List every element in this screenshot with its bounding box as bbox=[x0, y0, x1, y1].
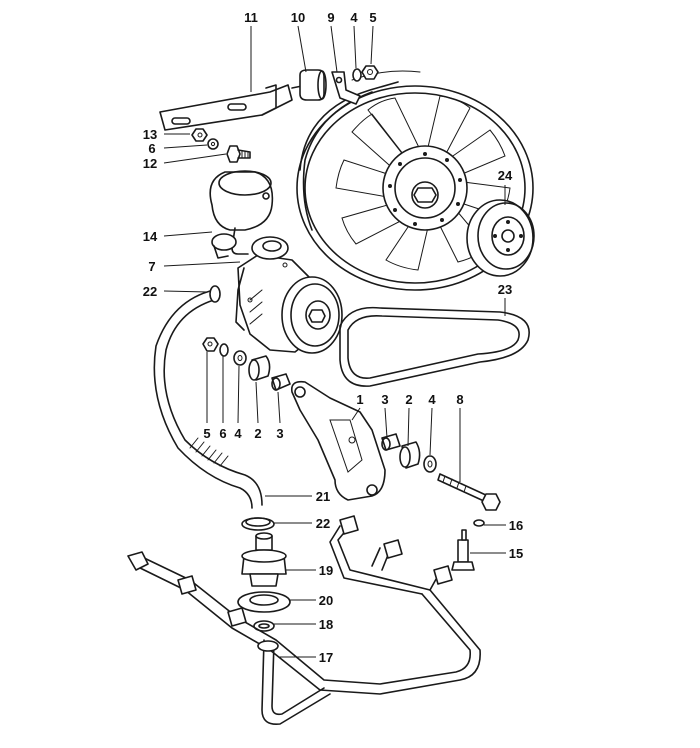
callout-18: 18 bbox=[319, 617, 333, 632]
mounting-bracket bbox=[159, 84, 293, 131]
callout-20: 20 bbox=[319, 593, 333, 608]
callout-19: 19 bbox=[319, 563, 333, 578]
sealing-ring-20 bbox=[237, 591, 291, 613]
callout-21: 21 bbox=[316, 489, 330, 504]
nut-13 bbox=[191, 128, 208, 142]
callout-6: 6 bbox=[148, 141, 155, 156]
fan-housing bbox=[296, 70, 534, 291]
callout-3: 3 bbox=[381, 392, 388, 407]
spacer-2-left bbox=[248, 355, 271, 381]
callout-17: 17 bbox=[319, 650, 333, 665]
callout-4: 4 bbox=[350, 10, 358, 25]
rubber-mount bbox=[291, 69, 327, 101]
callout-1: 1 bbox=[356, 392, 363, 407]
callout-16: 16 bbox=[509, 518, 523, 533]
callout-24: 24 bbox=[498, 168, 513, 183]
callout-2: 2 bbox=[405, 392, 412, 407]
callout-22: 22 bbox=[316, 516, 330, 531]
air-injector bbox=[451, 529, 475, 571]
bolt-12 bbox=[226, 145, 251, 163]
hose-clamp-top bbox=[209, 285, 221, 303]
callout-13: 13 bbox=[143, 127, 157, 142]
bushing-3-right bbox=[381, 433, 401, 451]
spacer-2-right bbox=[399, 441, 421, 469]
pump-bracket bbox=[290, 380, 386, 501]
callout-labels: 11 10 9 4 5 13 6 12 24 14 7 22 23 5 6 4 … bbox=[143, 10, 523, 665]
callout-6: 6 bbox=[219, 426, 226, 441]
callout-12: 12 bbox=[143, 156, 157, 171]
washer-6 bbox=[207, 138, 219, 150]
washer-4-left bbox=[233, 350, 247, 366]
callout-15: 15 bbox=[509, 546, 523, 561]
pulley bbox=[466, 199, 535, 277]
callout-11: 11 bbox=[244, 10, 258, 25]
callout-7: 7 bbox=[148, 259, 155, 274]
nut-top bbox=[361, 65, 379, 80]
callout-9: 9 bbox=[327, 10, 334, 25]
washer-top bbox=[352, 68, 362, 82]
v-belt bbox=[339, 306, 530, 387]
bolt-8 bbox=[437, 473, 501, 511]
filter-housing bbox=[209, 170, 274, 259]
hose-clamp-bottom bbox=[241, 517, 275, 531]
callout-22: 22 bbox=[143, 284, 157, 299]
bushing-3-left bbox=[271, 373, 291, 391]
callout-3: 3 bbox=[276, 426, 283, 441]
callout-2: 2 bbox=[254, 426, 261, 441]
air-pump bbox=[235, 236, 343, 354]
callout-8: 8 bbox=[456, 392, 463, 407]
seal-18 bbox=[253, 620, 275, 632]
callout-14: 14 bbox=[143, 229, 158, 244]
gasket-16 bbox=[473, 519, 485, 527]
leader-lines bbox=[163, 25, 506, 658]
callout-4: 4 bbox=[428, 392, 436, 407]
callout-4: 4 bbox=[234, 426, 242, 441]
air-distribution-pipe bbox=[127, 515, 481, 726]
washer-4-right bbox=[423, 455, 437, 473]
callout-5: 5 bbox=[203, 426, 210, 441]
small-bracket bbox=[331, 71, 361, 105]
callout-10: 10 bbox=[291, 10, 305, 25]
check-valve bbox=[241, 532, 287, 587]
hose bbox=[153, 289, 263, 509]
nut-5-left bbox=[202, 337, 219, 352]
callout-23: 23 bbox=[498, 282, 512, 297]
callout-5: 5 bbox=[369, 10, 376, 25]
washer-6-left bbox=[219, 343, 229, 357]
